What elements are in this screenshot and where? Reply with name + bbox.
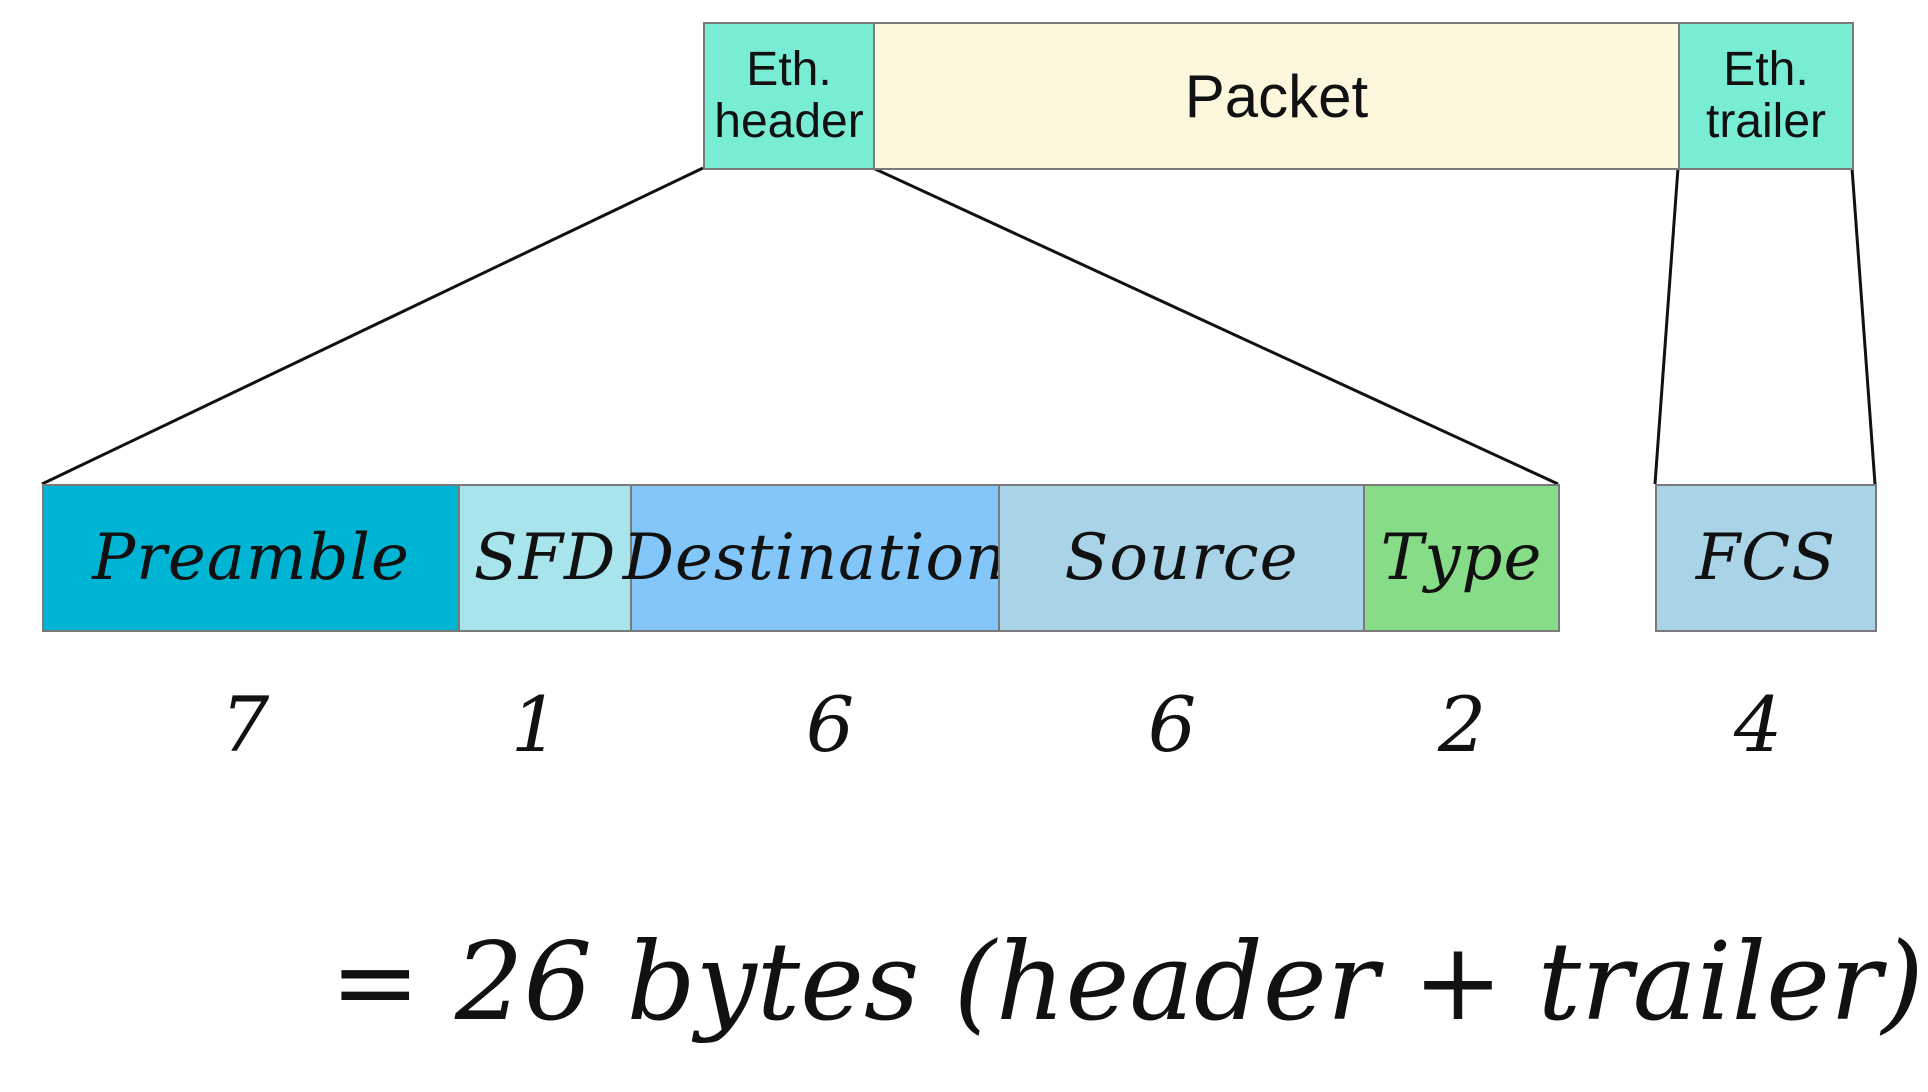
type-field: Type (1363, 484, 1560, 632)
trailer-right-connector (1850, 167, 1877, 485)
preamble-field: Preamble (42, 484, 460, 632)
source-field: Source (998, 484, 1365, 632)
sfd-size: 1 (510, 680, 560, 769)
destination-field: Destination (623, 484, 1006, 632)
preamble-size: 7 (220, 680, 270, 769)
destination-size: 6 (805, 680, 855, 769)
trailer-left-connector (1653, 167, 1680, 485)
source-size: 6 (1147, 680, 1197, 769)
fcs-size: 4 (1733, 680, 1783, 769)
total-bytes-equation: = 26 bytes (header + trailer) (330, 920, 1924, 1045)
eth-header-box: Eth. header (703, 22, 875, 170)
packet-box: Packet (873, 22, 1680, 170)
eth-trailer-box: Eth. trailer (1678, 22, 1854, 170)
header-left-connector (41, 166, 704, 486)
sfd-field: SFD (458, 484, 632, 632)
header-right-connector (872, 166, 1559, 486)
type-size: 2 (1437, 680, 1487, 769)
fcs-field: FCS (1655, 484, 1877, 632)
